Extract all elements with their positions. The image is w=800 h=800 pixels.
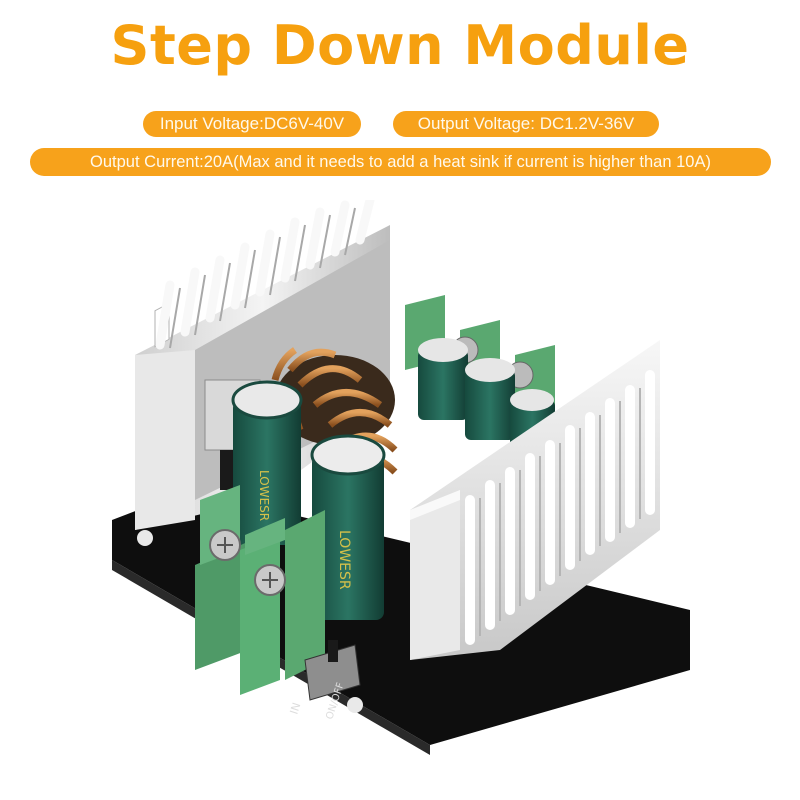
input-voltage-badge: Input Voltage:DC6V-40V	[143, 111, 361, 137]
input-terminal-block	[195, 485, 325, 695]
output-current-badge: Output Current:20A(Max and it needs to a…	[30, 148, 771, 176]
page-title: Step Down Module	[110, 14, 690, 77]
output-voltage-badge: Output Voltage: DC1.2V-36V	[393, 111, 659, 137]
svg-text:LOWESR: LOWESR	[257, 470, 271, 521]
product-image: LOWESR LOWESR ON/OFF IN	[100, 200, 700, 760]
svg-text:LOWESR: LOWESR	[336, 530, 352, 590]
on-off-switch: ON/OFF IN	[287, 640, 361, 721]
front-capacitors: LOWESR LOWESR	[231, 380, 386, 620]
toroidal-inductor	[271, 347, 398, 475]
svg-text:IN: IN	[287, 701, 303, 716]
right-heatsink	[410, 340, 660, 660]
